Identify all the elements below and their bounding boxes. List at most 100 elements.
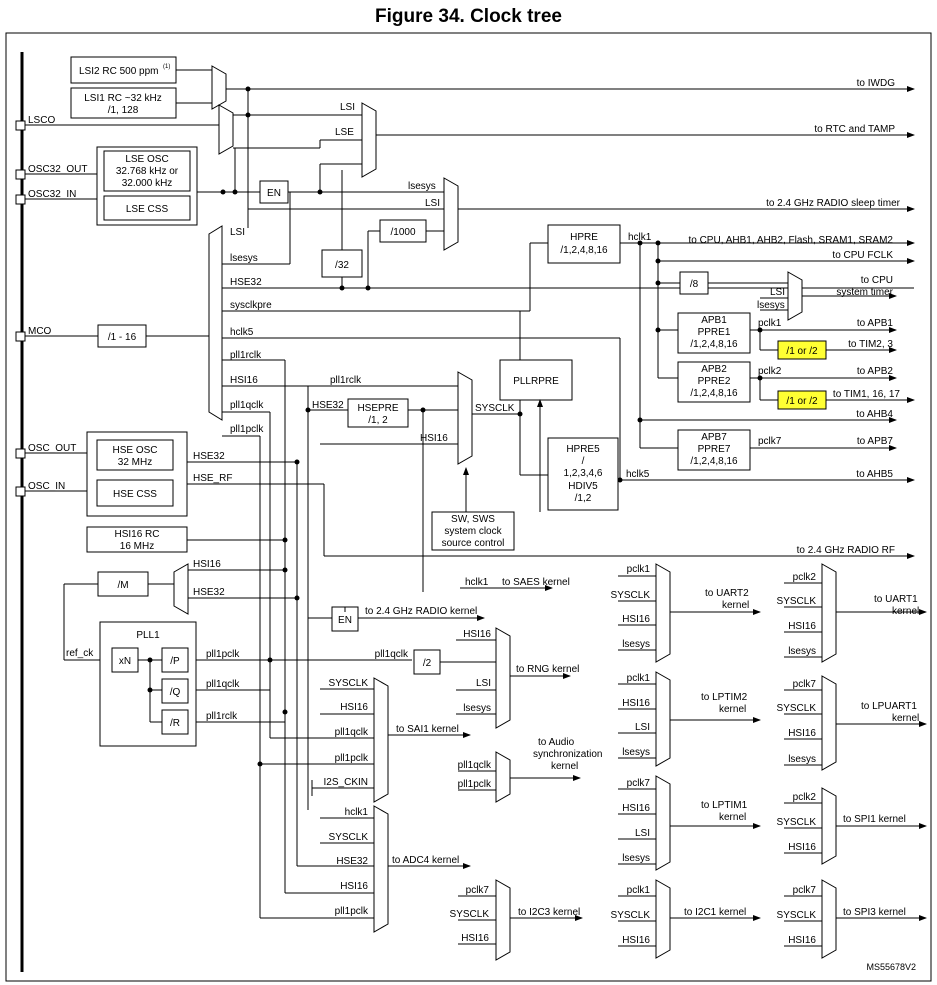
apb2-div-label: /1,2,4,8,16 — [690, 388, 738, 399]
lptim1-mux — [655, 775, 671, 871]
spi3-in-1: SYSCLK — [777, 910, 817, 921]
lptim1-in-3: lsesys — [622, 853, 650, 864]
spi1-in-0: pclk2 — [793, 792, 817, 803]
i2c3-mux — [495, 879, 511, 961]
out-saes: to SAES kernel — [502, 577, 570, 588]
lptim1-in-0: pclk7 — [627, 778, 651, 789]
uart1-in-0: pclk2 — [793, 572, 817, 583]
lptim2-mux — [655, 671, 671, 767]
audio-in-1: pll1pclk — [458, 779, 492, 790]
out-lptim1-2: kernel — [719, 812, 746, 823]
sig-hsi16-c: HSI16 — [193, 559, 221, 570]
i2c1-mux — [655, 879, 671, 959]
sw-label-3: source control — [442, 538, 505, 549]
sig-hclk1: hclk1 — [628, 232, 652, 243]
radio-en-label: EN — [338, 615, 352, 626]
pin-osc-out-label: OSC_OUT — [28, 443, 76, 454]
spi3-mux — [821, 879, 837, 959]
out-apb1: to APB1 — [857, 318, 894, 329]
pll-r-block — [161, 709, 189, 735]
apb2-ppre-label: PPRE2 — [698, 376, 731, 387]
out-i2c1: to I2C1 kernel — [684, 907, 746, 918]
spi1-mux — [821, 787, 837, 865]
pin-mco-label: MCO — [28, 326, 52, 337]
apb7-div-label: /1,2,4,8,16 — [690, 456, 738, 467]
mco-mux — [208, 225, 223, 421]
i2c3-in-0: pclk7 — [466, 885, 490, 896]
hpre5-label: HPRE5 — [566, 444, 600, 455]
hsi16-rc-freq: 16 MHz — [120, 541, 154, 552]
out-audio: to Audio — [538, 737, 575, 748]
hdiv5-label: HDIV5 — [568, 481, 598, 492]
out-i2c3: to I2C3 kernel — [518, 907, 580, 918]
out-lpuart1-2: kernel — [892, 713, 919, 724]
sai1-in-0: SYSCLK — [329, 678, 369, 689]
pllrpre-block — [499, 359, 573, 401]
hse-osc-freq: 32 MHz — [118, 457, 152, 468]
out-sai1: to SAI1 kernel — [396, 724, 459, 735]
out-rng: to RNG kernel — [516, 664, 579, 675]
sai1-mux — [373, 677, 389, 803]
lptim2-in-2: LSI — [635, 722, 650, 733]
sig-pclk2: pclk2 — [758, 366, 782, 377]
sig-pll1rclk-a: pll1rclk — [206, 711, 238, 722]
tim23-div-label: /1 or /2 — [786, 346, 818, 357]
sig-ref-ck: ref_ck — [66, 648, 94, 659]
sw-label-2: system clock — [444, 526, 502, 537]
hpre5-div-label: 1,2,3,4,6 — [564, 468, 603, 479]
lpuart1-in-2: HSI16 — [788, 728, 816, 739]
spi1-in-1: SYSCLK — [777, 817, 817, 828]
div32-label: /32 — [335, 260, 349, 271]
pll-xn-block — [111, 647, 139, 673]
sig-pll1pclk-a: pll1pclk — [206, 649, 240, 660]
out-cpu-ahb: to CPU, AHB1, AHB2, Flash, SRAM1, SRAM2 — [688, 235, 893, 246]
sig-pll1qclk: pll1qclk — [230, 400, 264, 411]
lsi2-footnote: (1) — [163, 64, 170, 70]
hse-osc-label: HSE OSC — [112, 445, 157, 456]
sig-pll1pclk: pll1pclk — [230, 424, 264, 435]
lsi1-rc-label: LSI1 RC ~32 kHz — [84, 93, 162, 104]
out-spi3: to SPI3 kernel — [843, 907, 906, 918]
lptim1-in-2: LSI — [635, 828, 650, 839]
div-m-block — [97, 571, 149, 597]
lptim2-in-3: lsesys — [622, 747, 650, 758]
sig-pclk1: pclk1 — [758, 318, 782, 329]
div2-block — [413, 649, 441, 675]
i2c3-in-2: HSI16 — [461, 933, 489, 944]
out-spi1: to SPI1 kernel — [843, 814, 906, 825]
out-audio-3: kernel — [551, 761, 578, 772]
lptim1-in-1: HSI16 — [622, 803, 650, 814]
adc4-in-2: HSE32 — [336, 856, 368, 867]
audio-mux — [495, 751, 511, 803]
figure-title: Figure 34. Clock tree — [375, 6, 562, 27]
div-m-label: /M — [117, 580, 128, 591]
lse-en-label: EN — [267, 188, 281, 199]
sig-lsesys-b: lsesys — [230, 253, 258, 264]
hsepre-label: HSEPRE — [357, 403, 398, 414]
adc4-in-3: HSI16 — [340, 881, 368, 892]
pin-lsco-label: LSCO — [28, 115, 55, 126]
hse-osc-block — [96, 439, 174, 471]
pll-q-label: /Q — [170, 687, 181, 698]
i2c3-in-1: SYSCLK — [450, 909, 490, 920]
figure-ref: MS55678V2 — [866, 962, 916, 972]
lse-osc-freq1: 32.768 kHz or — [116, 166, 179, 177]
out-audio-2: synchronization — [533, 749, 602, 760]
sw-label: SW, SWS — [451, 514, 495, 525]
hpre-block — [547, 224, 621, 264]
sig-hsi16: HSI16 — [230, 375, 258, 386]
uart1-in-1: SYSCLK — [777, 596, 817, 607]
uart1-mux — [821, 563, 837, 663]
sig-hclk5: hclk5 — [230, 327, 254, 338]
pll-src-mux — [173, 563, 189, 615]
pin-osc32-out-label: OSC32_OUT — [28, 164, 87, 175]
spi3-in-2: HSI16 — [788, 935, 816, 946]
apb7-block — [677, 429, 751, 471]
out-apb2: to APB2 — [857, 366, 894, 377]
out-iwdg: to IWDG — [857, 78, 896, 89]
sig-pll1qclk-b: pll1qclk — [375, 649, 409, 660]
sig-hse32-d: HSE32 — [193, 587, 225, 598]
lsco-mux — [218, 104, 234, 155]
lptim2-in-0: pclk1 — [627, 673, 651, 684]
sig-hclk5-b: hclk5 — [626, 469, 650, 480]
